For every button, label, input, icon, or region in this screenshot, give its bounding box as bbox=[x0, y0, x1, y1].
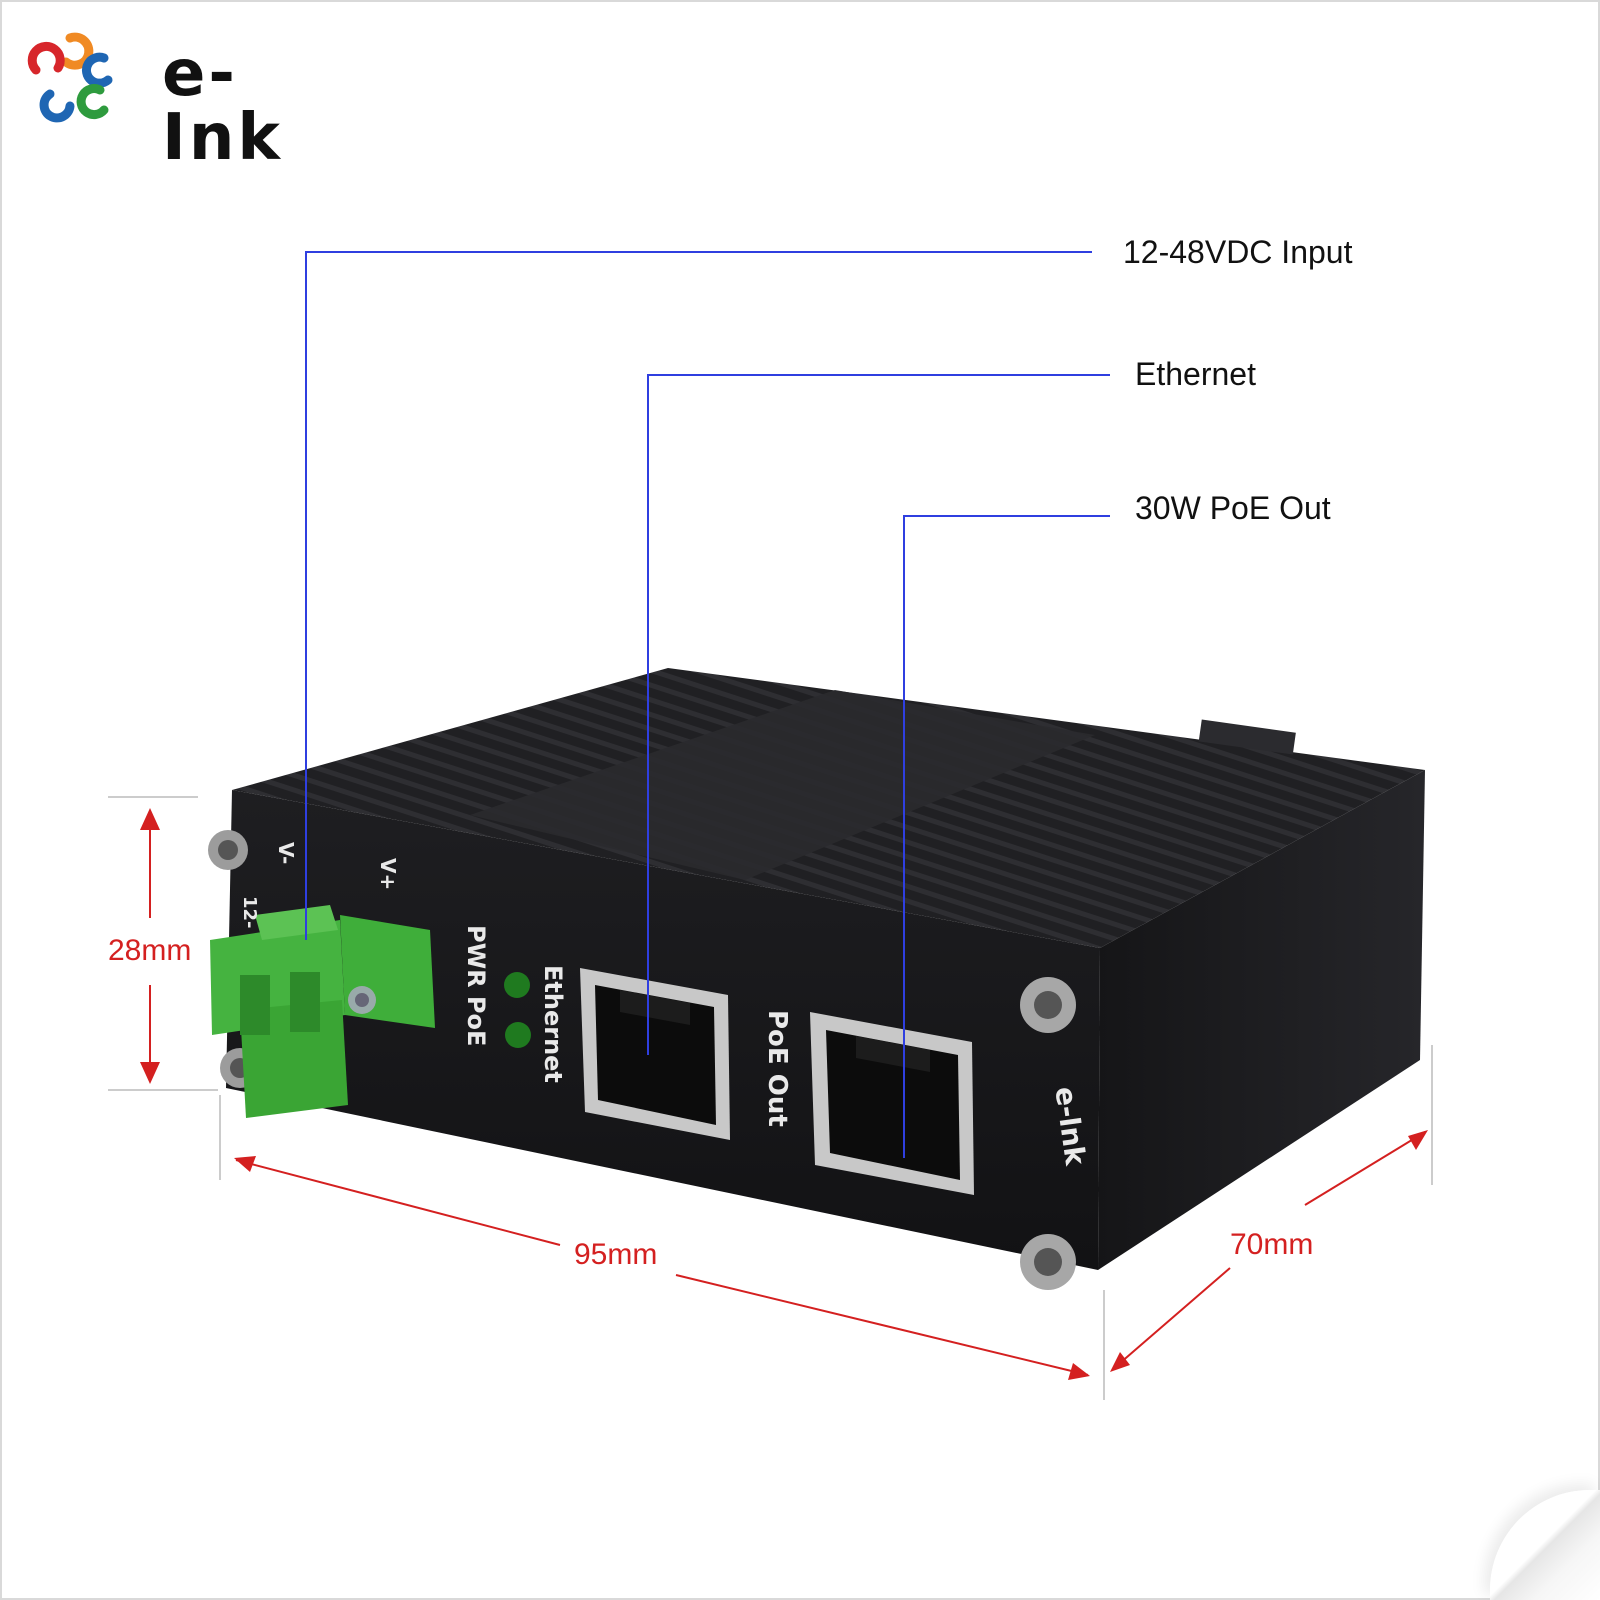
label-v-plus: V+ bbox=[376, 858, 400, 891]
label-poe-out: PoE Out bbox=[762, 1010, 792, 1127]
screw-icon bbox=[208, 830, 248, 870]
poe-led bbox=[505, 1022, 531, 1048]
callout-ethernet: Ethernet bbox=[1135, 356, 1256, 392]
dimension-height-label: 28mm bbox=[104, 936, 196, 966]
screw-icon bbox=[1020, 1234, 1076, 1290]
dimension-width-label: 95mm bbox=[570, 1240, 662, 1270]
din-clip bbox=[1198, 719, 1296, 755]
label-ethernet: Ethernet bbox=[539, 965, 567, 1083]
callout-dc-input: 12-48VDC Input bbox=[1123, 234, 1353, 270]
callout-line-poe-out bbox=[903, 515, 1110, 1158]
poe-out-port bbox=[810, 1012, 974, 1195]
brand-logo: e-Ink bbox=[22, 24, 352, 170]
dimension-depth bbox=[1110, 1045, 1433, 1372]
callout-line-dc-input bbox=[305, 251, 1092, 940]
dimension-height bbox=[108, 796, 218, 1091]
pwr-led bbox=[504, 972, 530, 998]
label-pwr-poe: PWR PoE bbox=[462, 925, 490, 1047]
housing-top-plate bbox=[470, 690, 1095, 880]
dimension-width bbox=[219, 1095, 1105, 1400]
label-v-minus: V- bbox=[274, 842, 298, 865]
housing-side bbox=[1098, 770, 1425, 1270]
callout-line-ethernet bbox=[647, 374, 1110, 1055]
ethernet-port bbox=[580, 968, 730, 1140]
label-voltage-partial: 12- bbox=[239, 896, 260, 929]
screw-icon bbox=[1020, 977, 1076, 1033]
brand-name: e-Ink bbox=[162, 37, 283, 175]
dimension-depth-label: 70mm bbox=[1226, 1230, 1318, 1260]
callout-poe-out: 30W PoE Out bbox=[1135, 490, 1331, 526]
terminal-block bbox=[210, 905, 435, 1118]
brand-logo-mark bbox=[27, 32, 113, 123]
